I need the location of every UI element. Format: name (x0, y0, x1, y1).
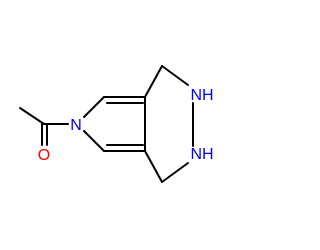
bond-ch2-lower-c7a (144, 150, 163, 183)
bond-methyl-carbonyl (19, 107, 45, 125)
bond-n-c3 (83, 130, 105, 152)
bond-n-c1 (83, 96, 105, 118)
atom-label-oxygen: O (38, 147, 50, 164)
bond-c3a-ch2-upper (144, 65, 163, 98)
bond-nh-ch2-lower (161, 162, 189, 183)
atom-label-n-pyrrole: N (70, 117, 82, 134)
atom-label-nh-upper: NH (190, 87, 213, 104)
molecule-structure: N NH NH O (19, 65, 214, 183)
atom-label-nh-lower: NH (190, 146, 213, 163)
bond-ch2-upper-nh (161, 65, 189, 86)
